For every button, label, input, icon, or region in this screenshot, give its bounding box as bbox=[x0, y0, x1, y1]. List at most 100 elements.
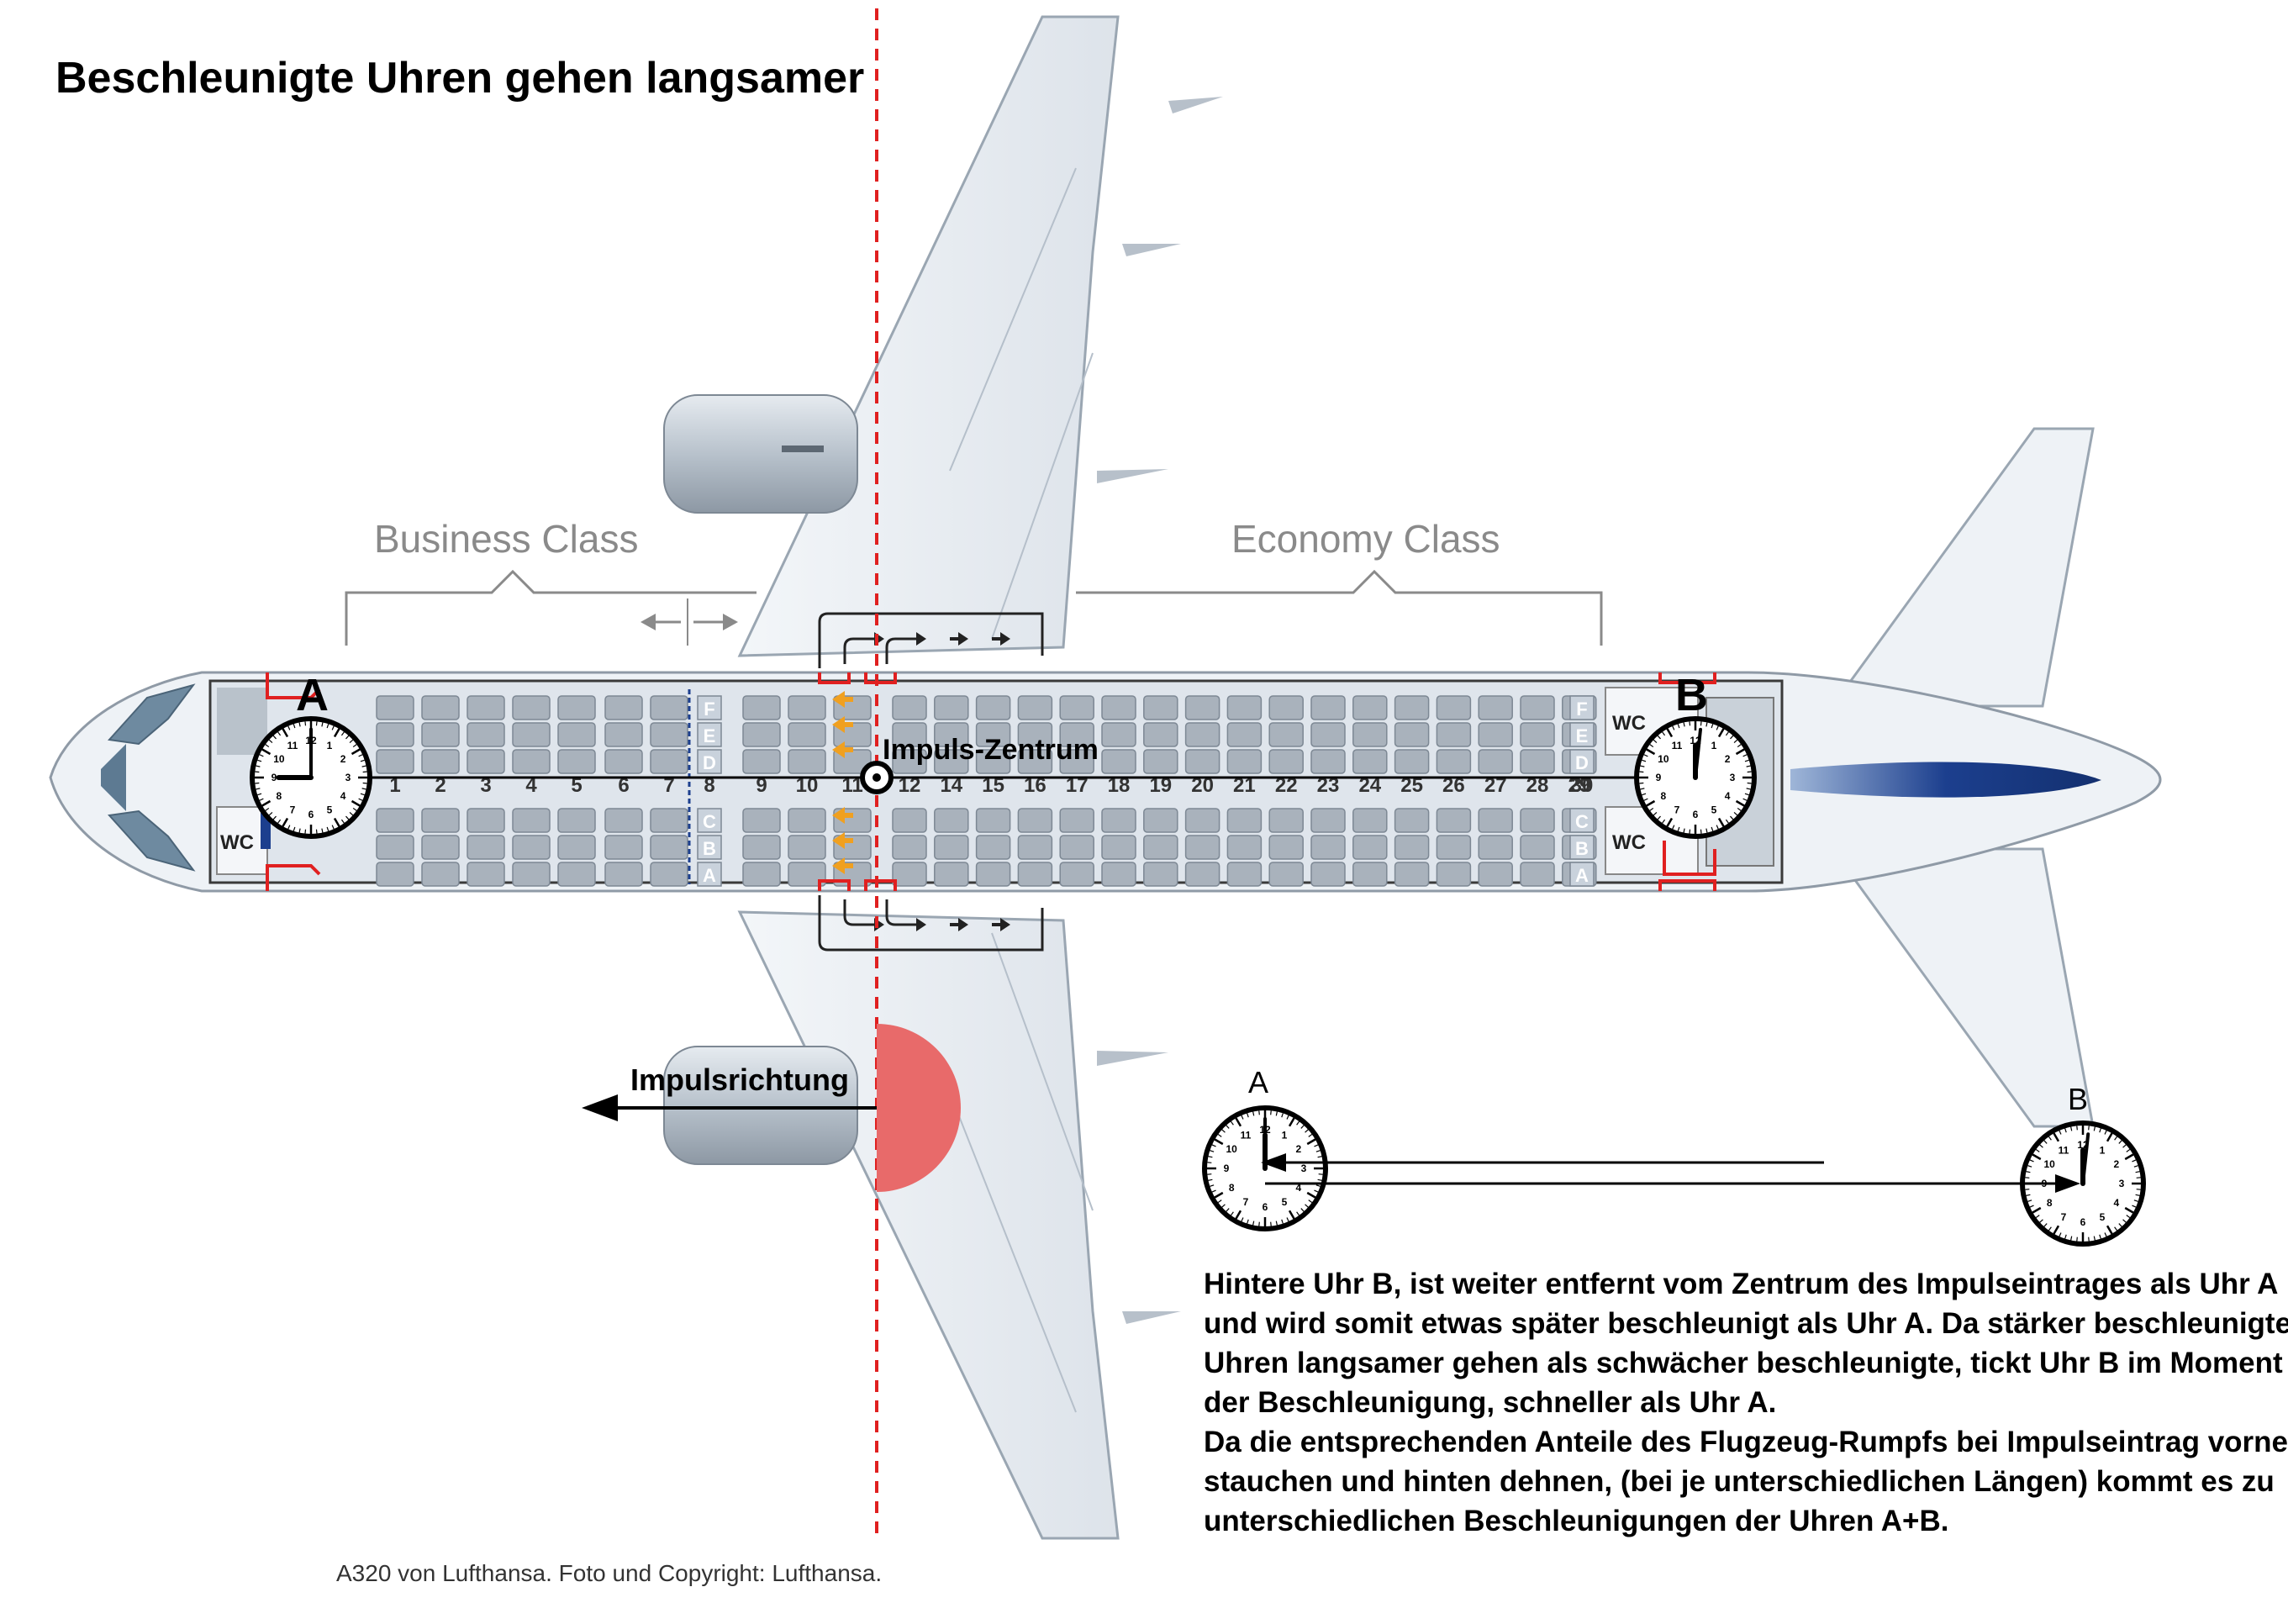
seat bbox=[1352, 808, 1388, 833]
seat-letter-box bbox=[697, 722, 722, 747]
clock-tick bbox=[2135, 1171, 2140, 1173]
seat bbox=[1017, 695, 1053, 720]
clock-tick bbox=[2070, 1126, 2073, 1131]
clock-number: 11 bbox=[287, 740, 298, 751]
seat bbox=[467, 808, 505, 833]
seat bbox=[512, 835, 551, 860]
description-line: stauchen und hinten dehnen, (bei je unte… bbox=[1204, 1465, 2275, 1498]
clock-tick bbox=[1230, 1211, 1234, 1216]
seat bbox=[788, 862, 826, 887]
clock-number: 1 bbox=[1282, 1129, 1288, 1141]
seat bbox=[892, 862, 927, 887]
seat bbox=[1226, 749, 1263, 774]
clock-tick bbox=[259, 754, 264, 757]
clock-tick bbox=[1672, 725, 1675, 730]
seat bbox=[1352, 835, 1388, 860]
seat bbox=[1478, 862, 1513, 887]
clock-number: 10 bbox=[273, 753, 285, 765]
seat bbox=[1310, 862, 1346, 887]
seat-letter: E bbox=[1576, 725, 1589, 746]
seat bbox=[975, 749, 1011, 774]
clock-minute-hand bbox=[1694, 727, 1702, 779]
seat bbox=[1310, 808, 1346, 833]
clock-tick bbox=[1296, 1120, 1300, 1126]
seat bbox=[742, 695, 781, 720]
seat bbox=[742, 749, 781, 774]
clock-tick bbox=[1705, 722, 1708, 727]
seat bbox=[1394, 862, 1430, 887]
clock-tick bbox=[1737, 807, 1742, 811]
seat bbox=[1226, 722, 1263, 747]
wc-rear-bottom-label: WC bbox=[1612, 831, 1646, 854]
seat bbox=[892, 749, 927, 774]
clock-tick bbox=[2064, 1128, 2067, 1133]
clock-tick bbox=[1642, 759, 1647, 762]
description-line: und wird somit etwas später beschleunigt… bbox=[1204, 1307, 2288, 1340]
clock-tick bbox=[333, 817, 340, 827]
seat bbox=[934, 695, 969, 720]
seat bbox=[1520, 695, 1555, 720]
clock-tick bbox=[257, 759, 262, 762]
impulse-direction-arrowhead bbox=[582, 1094, 618, 1121]
description-line: unterschiedlichen Beschleunigungen der U… bbox=[1204, 1505, 1949, 1537]
seat bbox=[1394, 808, 1430, 833]
impulse-direction-label: Impulsrichtung bbox=[630, 1062, 849, 1097]
clock-tick bbox=[1314, 1144, 1319, 1147]
clock-number: 8 bbox=[1661, 790, 1667, 802]
seat bbox=[376, 862, 414, 887]
seat bbox=[1436, 695, 1472, 720]
seat bbox=[1226, 835, 1263, 860]
impulse-center-label: Impuls-Zentrum bbox=[883, 734, 1099, 766]
clock-tick bbox=[1230, 1120, 1234, 1126]
clock-tick bbox=[2088, 1126, 2090, 1131]
seat bbox=[604, 695, 643, 720]
seat bbox=[1268, 695, 1304, 720]
seat-letter-box bbox=[1569, 722, 1595, 747]
row-number: 7 bbox=[663, 774, 674, 797]
seat bbox=[892, 695, 927, 720]
clock-tick bbox=[1314, 1189, 1319, 1193]
clock-tick bbox=[1288, 1117, 1295, 1127]
clock-tick bbox=[2132, 1159, 2137, 1163]
clock-tick bbox=[1746, 788, 1751, 790]
clock-tick bbox=[321, 722, 324, 727]
seat-letter-box bbox=[1569, 695, 1595, 720]
clock-tick bbox=[2104, 1232, 2107, 1237]
clock-tick bbox=[2099, 1234, 2101, 1239]
row-number: 2 bbox=[435, 774, 445, 797]
engine-lower bbox=[663, 1046, 858, 1165]
row-number: 1 bbox=[389, 774, 400, 797]
seat bbox=[1310, 835, 1346, 860]
clock-tick bbox=[1653, 739, 1658, 743]
clock-tick bbox=[1226, 1208, 1230, 1212]
clock-tick bbox=[1672, 825, 1675, 830]
seat bbox=[512, 808, 551, 833]
clock-tick bbox=[1662, 731, 1666, 736]
inset-clock-b-label: B bbox=[2068, 1082, 2088, 1116]
clock-number: 3 bbox=[1301, 1163, 1307, 1174]
clock-number: 2 bbox=[1725, 753, 1731, 765]
seat bbox=[788, 695, 826, 720]
seat-letter-box bbox=[697, 862, 722, 887]
clock-tick bbox=[1666, 817, 1674, 827]
clock-tick bbox=[358, 798, 363, 801]
seat-letter: A bbox=[703, 865, 716, 886]
clock-tick bbox=[272, 735, 277, 740]
seat bbox=[1394, 835, 1430, 860]
seat bbox=[1436, 808, 1472, 833]
clock-tick bbox=[2114, 1226, 2118, 1231]
clock-tick bbox=[268, 739, 273, 743]
clock-tick bbox=[1210, 1184, 1215, 1187]
seat bbox=[376, 749, 414, 774]
seat bbox=[1520, 749, 1555, 774]
clock-number: 7 bbox=[2061, 1211, 2067, 1223]
seat bbox=[1143, 835, 1178, 860]
clock-tick bbox=[2093, 1236, 2096, 1241]
clock-number: 6 bbox=[1263, 1201, 1268, 1213]
seat bbox=[467, 749, 505, 774]
row-number: 9 bbox=[756, 774, 767, 797]
clock-tick bbox=[1208, 1178, 1213, 1181]
seat bbox=[1268, 722, 1304, 747]
clock-number: 7 bbox=[1243, 1196, 1249, 1208]
clock-tick bbox=[1288, 1210, 1295, 1220]
